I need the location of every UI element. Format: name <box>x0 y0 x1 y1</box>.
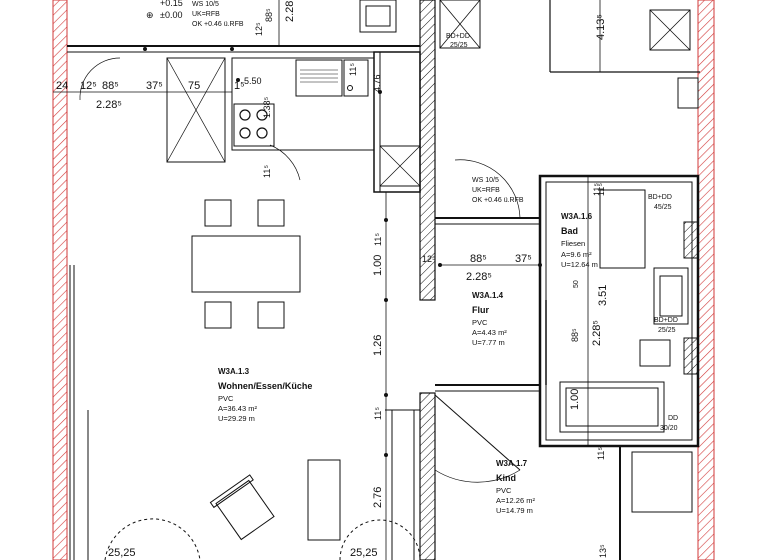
dim-kitchen-side: 11⁵ <box>592 183 602 196</box>
room-area: A=4.43 m² <box>472 328 507 337</box>
room-floor: PVC <box>218 394 234 403</box>
dimension-ticks <box>143 47 542 457</box>
room-perimeter: U=14.79 m <box>496 506 533 515</box>
dim-kitchen-4: 4.76 <box>372 74 382 92</box>
level-bottom-label: ±0.00 <box>160 10 182 20</box>
room-perimeter: U=12.64 m <box>561 260 598 269</box>
room-floor: Fliesen <box>561 239 585 248</box>
dim-top-vertical-2: 88⁵ <box>264 8 274 22</box>
wall-top-partition <box>67 45 420 53</box>
dim-bath-vertical-2: 3.51 <box>597 285 609 306</box>
hall-door-arc <box>79 57 521 219</box>
dining-table <box>191 199 301 329</box>
dim-kitchen-5: 11⁵ <box>262 165 272 178</box>
room-code: W3A.1.4 <box>472 291 504 300</box>
fridge <box>359 0 397 33</box>
room-perimeter: U=29.29 m <box>218 414 255 423</box>
wall-hall <box>435 217 547 392</box>
level-top-label: +0.15 <box>160 0 183 8</box>
level-marker-icon: ⊕ <box>146 10 154 20</box>
dim-bath-vertical-3: 2.28⁵ <box>591 320 603 346</box>
room-label-wohnen: W3A.1.3 Wohnen/Essen/Küche PVC A=36.43 m… <box>218 367 312 423</box>
hall-note-line3: OK +0.46 ü.RFB <box>472 197 524 204</box>
dim-hall-row-2: 88⁵ <box>470 253 487 265</box>
room-label-bad: W3A.1.6 Bad Fliesen A=9.6 m² U=12.64 m <box>561 212 598 269</box>
dim-bottom-2: 25,25 <box>350 547 378 559</box>
dim-right-vertical-top: 4.13⁵ <box>595 14 607 40</box>
corridor-door <box>385 394 521 560</box>
dim-hall-row-1: 12⁵ <box>422 254 436 264</box>
duct-bath-top-label2: 45/25 <box>654 204 672 211</box>
kitchen-note-line3: OK +0.46 ü.RFB <box>192 21 244 28</box>
duct-bath-bottom-label1: DD <box>668 415 678 422</box>
outer-wall-right <box>697 0 715 560</box>
dim-top-row-2: 12⁵ <box>80 80 97 92</box>
kitchen-note-line1: WS 10/5 <box>192 1 219 8</box>
duct-top-label1: BD+DD <box>446 33 470 40</box>
wall-kind-right <box>619 446 693 560</box>
dim-top-row-4: 37⁵ <box>146 80 163 92</box>
wall-corridor-lower <box>419 392 436 560</box>
dim-kitchen-2: 1.38⁵ <box>262 96 272 118</box>
room-name: Bad <box>561 226 578 236</box>
kitchen-note-line2: UK=RFB <box>192 11 220 18</box>
dim-kitchen-1: 5.50 <box>244 76 262 86</box>
dim-bath-vertical-1: 11⁵ <box>596 183 606 196</box>
dim-corridor-5: 2.76 <box>372 487 384 508</box>
dim-top-row-5: 75 <box>188 80 200 92</box>
room-name: Flur <box>472 305 489 315</box>
dim-bath-vertical-7: 11⁵ <box>596 447 606 460</box>
room-code: W3A.1.7 <box>496 459 528 468</box>
room-name: Wohnen/Essen/Küche <box>218 381 312 391</box>
sink <box>295 59 369 97</box>
room-label-flur: W3A.1.4 Flur PVC A=4.43 m² U=7.77 m <box>472 291 507 347</box>
room-area: A=36.43 m² <box>218 404 257 413</box>
wall-kitchen-block <box>373 51 421 193</box>
room-area: A=9.6 m² <box>561 250 592 259</box>
duct-bath-mid-label2: 25/25 <box>658 327 676 334</box>
hall-note-line1: WS 10/5 <box>472 177 499 184</box>
dim-bath-vertical-5: 50 <box>573 280 580 288</box>
dim-corridor-1: 1.00 <box>372 255 384 276</box>
dim-bath-vertical-6: 1.00 <box>569 389 581 410</box>
duct-bath-top-label1: BD+DD <box>648 194 672 201</box>
dim-under-top-row: 2.28⁵ <box>96 99 122 111</box>
dim-corridor-2: 11⁵ <box>373 233 383 246</box>
room-code: W3A.1.3 <box>218 367 250 376</box>
duct-bath-mid-label1: BD+DD <box>654 317 678 324</box>
dim-bath-vertical-4: 88⁵ <box>570 328 580 342</box>
room-area: A=12.26 m² <box>496 496 535 505</box>
dim-under-hall-row: 2.28⁵ <box>466 271 492 283</box>
dim-top-vertical-3: 2.28 <box>284 1 296 22</box>
dim-kitchen-3: 11⁵ <box>348 63 358 76</box>
dim-top-row-1: 24 <box>56 80 68 92</box>
dim-top-vertical-1: 12⁵ <box>254 22 264 36</box>
living-furniture <box>104 459 421 560</box>
dim-bottom-3: 13⁵ <box>598 544 608 558</box>
room-floor: PVC <box>472 318 488 327</box>
room-label-kind: W3A.1.7 Kind PVC A=12.26 m² U=14.79 m <box>496 459 535 515</box>
duct-top-label2: 25/25 <box>450 42 468 49</box>
dim-bottom-1: 25,25 <box>108 547 136 559</box>
hall-note-line2: UK=RFB <box>472 187 500 194</box>
dimension-lines <box>53 0 601 560</box>
wall-top-right <box>439 0 700 109</box>
room-code: W3A.1.6 <box>561 212 593 221</box>
bath-fixtures <box>559 189 699 433</box>
room-floor: PVC <box>496 486 512 495</box>
kitchen-shaft <box>379 145 421 187</box>
room-perimeter: U=7.77 m <box>472 338 505 347</box>
dim-corridor-3: 1.26 <box>372 335 384 356</box>
room-name: Kind <box>496 473 516 483</box>
duct-bath-bottom-label2: 30/20 <box>660 425 678 432</box>
dim-corridor-4: 11⁵ <box>373 407 383 420</box>
kitchen-counter <box>166 57 375 163</box>
outer-wall-left <box>52 0 68 560</box>
stove <box>233 103 275 147</box>
dim-hall-row-3: 37⁵ <box>515 253 532 265</box>
dim-top-row-3: 88⁵ <box>102 80 119 92</box>
dim-top-row-6: 1⁵ <box>234 80 245 92</box>
window-left <box>69 265 89 560</box>
